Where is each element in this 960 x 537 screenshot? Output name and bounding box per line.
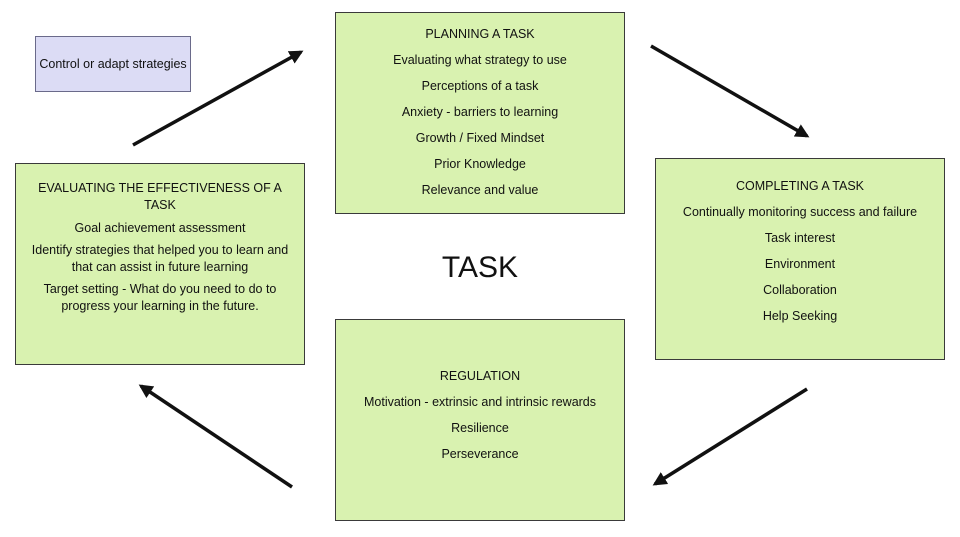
planning-item: Growth / Fixed Mindset — [415, 131, 545, 145]
completing-item: Continually monitoring success and failu… — [682, 205, 918, 219]
control-strategies-label: Control or adapt strategies — [39, 57, 187, 71]
completing-item: Collaboration — [763, 283, 837, 297]
evaluating-item: Target setting - What do you need to do … — [43, 282, 277, 313]
completing-task-box: COMPLETING A TASK Continually monitoring… — [655, 158, 945, 360]
center-task-label: TASK — [441, 251, 519, 284]
evaluating-title: EVALUATING THE EFFECTIVENESS OF A TASK — [38, 181, 282, 212]
planning-item: Prior Knowledge — [434, 157, 526, 171]
arrow-regulation-to-evaluating — [138, 384, 293, 489]
arrow-completing-to-regulation — [652, 387, 808, 486]
evaluating-item: Identify strategies that helped you to l… — [31, 243, 289, 274]
planning-title: PLANNING A TASK — [425, 27, 535, 41]
regulation-item: Perseverance — [441, 447, 519, 461]
planning-item: Perceptions of a task — [421, 79, 539, 93]
planning-item: Relevance and value — [421, 183, 539, 197]
evaluating-item: Goal achievement assessment — [74, 221, 246, 235]
regulation-box: REGULATION Motivation - extrinsic and in… — [335, 319, 625, 521]
planning-task-box: PLANNING A TASK Evaluating what strategy… — [335, 12, 625, 214]
arrow-evaluating-to-planning — [132, 50, 304, 147]
arrow-planning-to-completing — [650, 44, 810, 138]
planning-item: Anxiety - barriers to learning — [401, 105, 559, 119]
regulation-title: REGULATION — [439, 369, 521, 383]
completing-item: Environment — [764, 257, 836, 271]
control-strategies-note: Control or adapt strategies — [35, 36, 191, 92]
regulation-item: Motivation - extrinsic and intrinsic rew… — [363, 395, 597, 409]
completing-item: Task interest — [764, 231, 836, 245]
planning-item: Evaluating what strategy to use — [393, 53, 567, 67]
completing-item: Help Seeking — [762, 309, 838, 323]
regulation-item: Resilience — [451, 421, 509, 435]
evaluating-effectiveness-box: EVALUATING THE EFFECTIVENESS OF A TASK G… — [15, 163, 305, 365]
completing-title: COMPLETING A TASK — [735, 179, 865, 193]
